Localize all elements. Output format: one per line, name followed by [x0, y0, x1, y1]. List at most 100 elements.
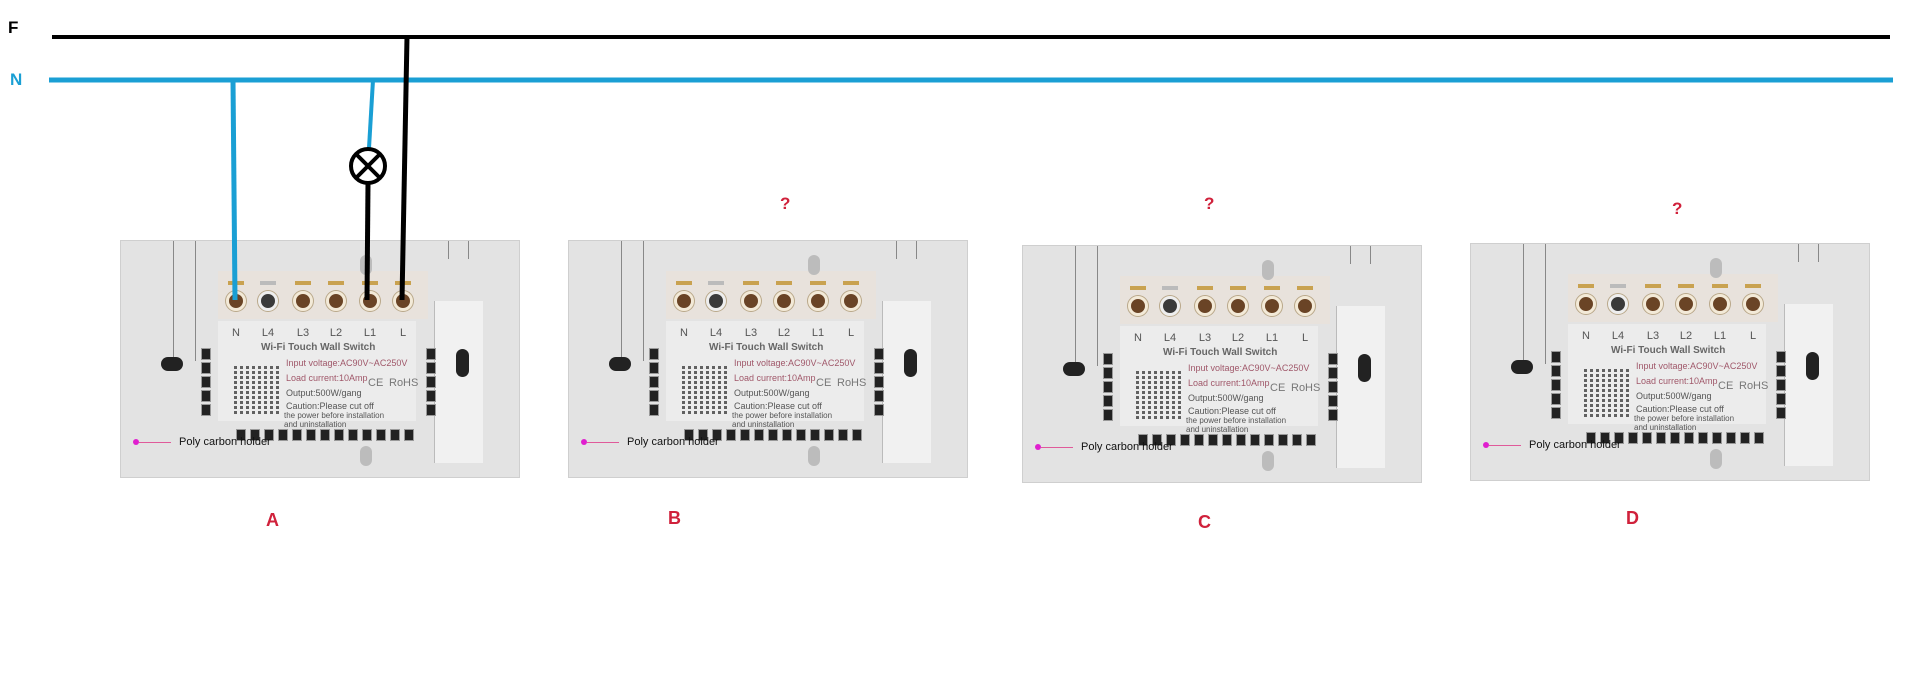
terminal-l3[interactable]	[1643, 294, 1663, 314]
frame-line	[1523, 244, 1524, 362]
phase-line-label: F	[8, 18, 19, 37]
qr-code	[1136, 371, 1184, 419]
terminal-l1[interactable]	[808, 291, 828, 311]
terminal-label: L3	[1646, 330, 1660, 342]
caution-text-3: and uninstallation	[1634, 423, 1697, 432]
lamp-switched-wire	[364, 182, 371, 301]
vent-slot	[426, 404, 436, 416]
load-current-text: Load current:10Amp	[286, 373, 368, 383]
terminal-block	[218, 271, 428, 319]
pointer-dot-icon	[133, 439, 139, 446]
vent-slot	[649, 390, 659, 402]
caution-text-2: the power before installation	[732, 411, 833, 420]
vent-slot	[1712, 432, 1722, 444]
holder-text: Poly carbon holder	[1529, 439, 1621, 451]
vent-slot	[1328, 395, 1338, 407]
terminal-n[interactable]	[1128, 296, 1148, 316]
vent-slot	[1776, 379, 1786, 391]
vent-slot	[1328, 381, 1338, 393]
terminal-l2[interactable]	[774, 291, 794, 311]
vent-slot	[348, 429, 358, 441]
terminal-screw	[1745, 284, 1761, 288]
holder-text: Poly carbon holder	[627, 436, 719, 448]
frame-line	[621, 241, 622, 359]
terminal-label: L	[1301, 332, 1309, 344]
terminal-label: N	[680, 327, 688, 339]
mount-clip	[1063, 362, 1085, 376]
vent-slot	[1328, 367, 1338, 379]
terminal-screw	[1162, 286, 1178, 290]
vent-slot	[1138, 434, 1148, 446]
vent-slot	[1103, 367, 1113, 379]
caution-text: Caution:Please cut off	[1188, 406, 1276, 416]
terminal-l[interactable]	[1295, 296, 1315, 316]
terminal-l4[interactable]	[1608, 294, 1628, 314]
terminal-screw	[1297, 286, 1313, 290]
vent-slot	[390, 429, 400, 441]
vent-slot	[426, 362, 436, 374]
vent-slot	[874, 362, 884, 374]
terminal-screw	[1578, 284, 1594, 288]
terminal-l1[interactable]	[1262, 296, 1282, 316]
panel-side-plate	[1336, 306, 1385, 468]
terminal-l[interactable]	[841, 291, 861, 311]
vent-slot	[1614, 432, 1624, 444]
vent-slot	[1103, 395, 1113, 407]
mount-clip	[161, 357, 183, 371]
load-current-text: Load current:10Amp	[734, 373, 816, 383]
ce-mark: CE	[816, 377, 832, 389]
terminal-l3[interactable]	[741, 291, 761, 311]
vent-slot	[782, 429, 792, 441]
terminal-l2[interactable]	[1228, 296, 1248, 316]
vent-slot	[264, 429, 274, 441]
terminal-l2[interactable]	[1676, 294, 1696, 314]
terminal-screw	[1610, 284, 1626, 288]
vent-slot	[1551, 365, 1561, 377]
vent-slot	[1586, 432, 1596, 444]
vent-slot	[1740, 432, 1750, 444]
terminal-screw	[1678, 284, 1694, 288]
terminal-n[interactable]	[674, 291, 694, 311]
terminal-screw	[843, 281, 859, 285]
input-voltage-text: Input voltage:AC90V~AC250V	[1188, 363, 1310, 373]
vent-slot	[684, 429, 694, 441]
terminal-label: L	[399, 327, 407, 339]
frame-line	[173, 241, 174, 359]
terminal-l1[interactable]	[1710, 294, 1730, 314]
terminal-screw	[1712, 284, 1728, 288]
terminal-screw	[743, 281, 759, 285]
vent-slot	[201, 404, 211, 416]
terminal-label: N	[1134, 332, 1142, 344]
terminal-screw	[362, 281, 378, 285]
terminal-l4[interactable]	[1160, 296, 1180, 316]
terminal-n[interactable]	[1576, 294, 1596, 314]
vent-slot	[1642, 432, 1652, 444]
terminal-screw	[676, 281, 692, 285]
vent-slot	[278, 429, 288, 441]
terminal-label: L2	[1231, 332, 1245, 344]
output-text: Output:500W/gang	[1188, 393, 1264, 403]
pointer-dot-icon	[581, 439, 587, 446]
vent-slot	[874, 404, 884, 416]
terminal-l4[interactable]	[706, 291, 726, 311]
screw-hole	[1710, 449, 1722, 469]
vent-slot	[1551, 393, 1561, 405]
terminal-l2[interactable]	[326, 291, 346, 311]
caution-text-3: and uninstallation	[1186, 425, 1249, 434]
vent-slot	[852, 429, 862, 441]
vent-slot	[1103, 381, 1113, 393]
terminal-l3[interactable]	[1195, 296, 1215, 316]
terminal-l3[interactable]	[293, 291, 313, 311]
vent-slot	[874, 376, 884, 388]
vent-slot	[1278, 434, 1288, 446]
vent-slot	[754, 429, 764, 441]
vent-slot	[426, 376, 436, 388]
terminal-block	[666, 271, 876, 319]
frame-line	[448, 241, 449, 259]
terminal-l[interactable]	[1743, 294, 1763, 314]
vent-slot	[649, 362, 659, 374]
terminal-l4[interactable]	[258, 291, 278, 311]
